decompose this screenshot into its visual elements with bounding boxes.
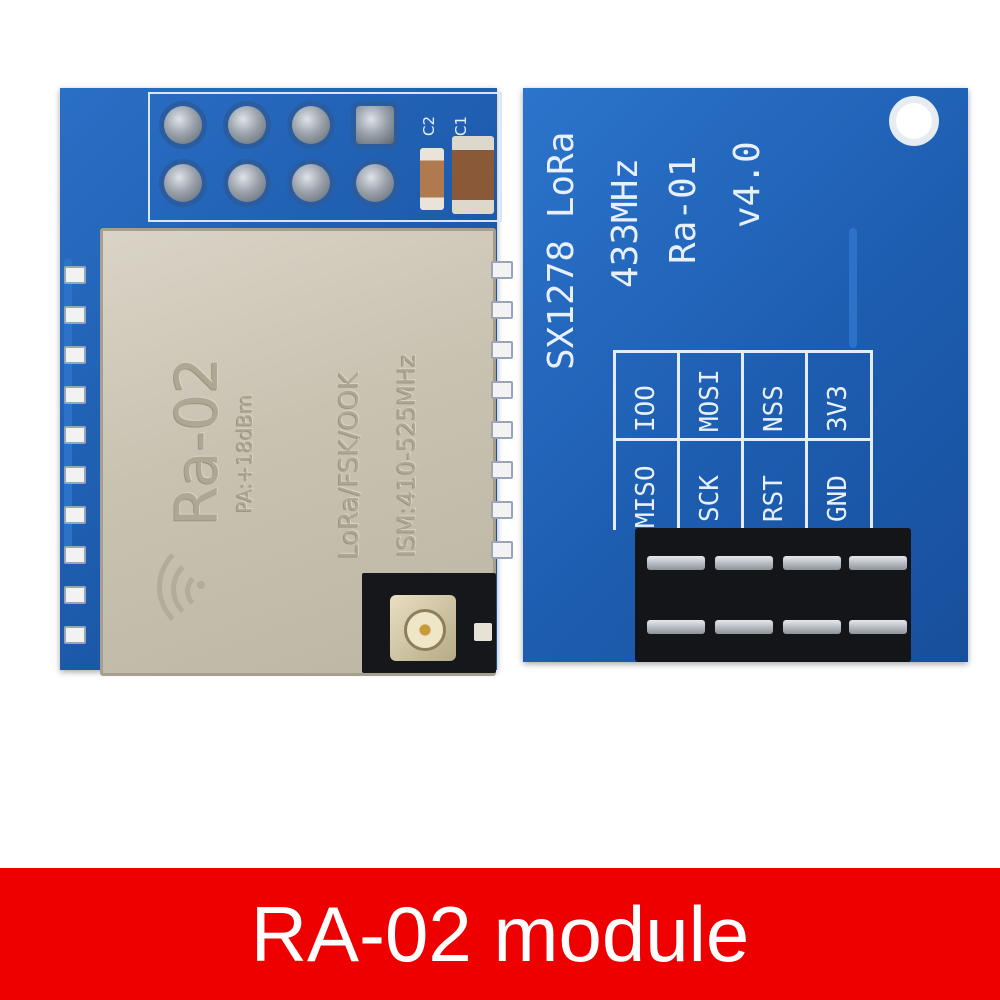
board-version-text: v4.0 xyxy=(727,141,768,228)
antenna-connector-cutout xyxy=(362,573,496,673)
castellated-pad xyxy=(64,506,86,524)
header-pin xyxy=(164,164,202,202)
castellated-pad xyxy=(491,261,513,279)
ra02-adapter-board-back: SX1278 LoRa 433MHz Ra-01 v4.0 IOO MOSI N… xyxy=(523,88,968,662)
castellated-pad xyxy=(64,346,86,364)
pin-label-miso: MISO xyxy=(631,465,661,528)
antenna-connector-icon xyxy=(390,595,456,661)
board-frequency-text: 433MHz xyxy=(605,157,646,288)
castellated-pad xyxy=(64,266,86,284)
castellated-pad xyxy=(491,381,513,399)
castellated-pad xyxy=(491,501,513,519)
pin-label-sck: SCK xyxy=(695,475,725,522)
caption-banner: RA-02 module xyxy=(0,868,1000,1000)
board-model-text: Ra-01 xyxy=(663,155,704,264)
castellated-pad xyxy=(64,306,86,324)
castellated-pad xyxy=(491,421,513,439)
pin-header xyxy=(635,528,911,662)
rf-shield-can: Ra-02 PA:+18dBm LoRa/FSK/OOK ISM:410-525… xyxy=(100,228,513,676)
pin-label-rst: RST xyxy=(759,475,789,522)
pin-label-3v3: 3V3 xyxy=(823,385,853,432)
mounting-hole xyxy=(896,103,932,139)
shield-modulation-text: LoRa/FSK/OOK xyxy=(335,372,365,559)
wireless-signal-icon xyxy=(157,531,253,651)
capacitor-c1 xyxy=(452,136,494,214)
product-photo: C2 C1 Ra-02 PA:+18dBm LoRa/FSK/OOK ISM:4… xyxy=(60,88,968,676)
pcb-trace xyxy=(64,258,72,558)
banner-caption: RA-02 module xyxy=(250,890,750,978)
pin-label-gnd: GND xyxy=(823,475,853,522)
castellated-pad xyxy=(491,461,513,479)
pin-label-mosi: MOSI xyxy=(695,369,725,432)
pcb-trace xyxy=(849,228,857,348)
header-pin xyxy=(356,164,394,202)
pin-label-ioo: IOO xyxy=(631,385,661,432)
header-pin xyxy=(228,106,266,144)
shield-power-text: PA:+18dBm xyxy=(233,394,257,513)
castellated-pad xyxy=(64,466,86,484)
shield-model-text: Ra-02 xyxy=(163,356,231,526)
header-pin xyxy=(292,106,330,144)
pin-label-nss: NSS xyxy=(759,385,789,432)
header-pin xyxy=(228,164,266,202)
header-pin-square xyxy=(356,106,394,144)
capacitor-c2 xyxy=(420,148,444,210)
castellated-pad xyxy=(491,541,513,559)
castellated-pad xyxy=(491,341,513,359)
silkscreen-c2: C2 xyxy=(420,115,438,136)
castellated-pad xyxy=(64,386,86,404)
shield-band-text: ISM:410-525MHz xyxy=(393,354,421,557)
castellated-pad xyxy=(491,301,513,319)
pin-label-grid: IOO MOSI NSS 3V3 MISO SCK RST GND xyxy=(613,350,873,530)
castellated-pad xyxy=(64,626,86,644)
castellated-pad xyxy=(64,586,86,604)
board-chip-text: SX1278 LoRa xyxy=(541,131,582,370)
castellated-pad xyxy=(64,546,86,564)
header-silkscreen-outline xyxy=(148,92,502,222)
header-pin xyxy=(164,106,202,144)
silkscreen-c1: C1 xyxy=(452,115,470,136)
castellated-pad xyxy=(64,426,86,444)
header-pin xyxy=(292,164,330,202)
